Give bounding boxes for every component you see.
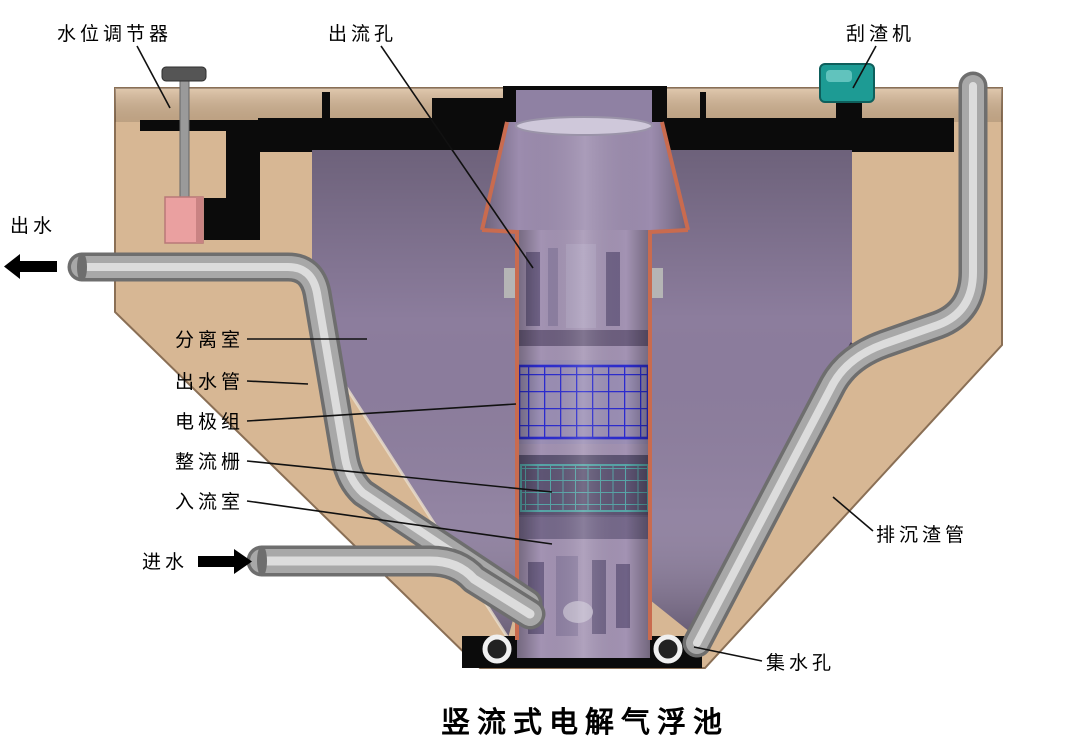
outlet-pipe-end xyxy=(77,252,87,282)
column-rim-lines xyxy=(480,121,690,640)
regulator-leader-line xyxy=(136,45,171,109)
shadow-openings xyxy=(140,92,954,240)
scraper-mount xyxy=(836,98,862,130)
label-outflow-hole: 出流孔 xyxy=(328,23,397,45)
label-inflow-chamber: 入流室 xyxy=(175,491,244,513)
column-flare-shade xyxy=(482,122,688,230)
inflow-chamber-leader-line xyxy=(246,500,553,545)
collection-hole-right xyxy=(653,634,683,664)
collection-hole-left xyxy=(482,634,512,664)
label-inlet-water: 进水 xyxy=(142,551,188,573)
label-scum-scraper: 刮渣机 xyxy=(846,23,915,45)
outlet-flow-arrow xyxy=(4,254,57,279)
regulator-float-shade xyxy=(196,197,203,243)
regulator-rod xyxy=(179,80,190,200)
inlet-pipe xyxy=(246,545,546,630)
label-sediment-discharge-pipe: 排沉渣管 xyxy=(876,524,968,546)
outlet-pipe xyxy=(67,252,543,618)
water-level-regulator xyxy=(161,66,207,244)
water-collection-holes xyxy=(482,634,683,664)
inlet-pipe-end xyxy=(257,545,267,577)
label-outlet-pipe: 出水管 xyxy=(175,371,244,393)
label-electrode-group: 电极组 xyxy=(175,411,244,433)
scraper-leader-line xyxy=(852,45,877,89)
rectifying-grid-leader-line xyxy=(246,460,553,493)
scraper-body xyxy=(819,63,875,103)
column-shade xyxy=(517,230,650,658)
label-outlet-water: 出水 xyxy=(10,215,56,237)
column-mouth-rim xyxy=(515,116,653,136)
separation-chamber-right-shade xyxy=(650,150,852,632)
scraper-highlight xyxy=(826,70,852,82)
label-separation-chamber: 分离室 xyxy=(175,329,244,351)
sediment-pipe-leader-line xyxy=(832,496,874,532)
diagram-title: 竖流式电解气浮池 xyxy=(441,706,729,739)
separation-chamber-left-shade xyxy=(312,150,518,638)
collection-hole-leader-line xyxy=(693,646,763,662)
label-water-collection-hole: 集水孔 xyxy=(766,652,835,674)
inlet-flow-arrow xyxy=(198,549,252,574)
outflow-hole-leader-line xyxy=(380,45,534,269)
regulator-handle xyxy=(161,66,207,82)
leader-lines xyxy=(136,45,877,662)
outlet-pipe-leader-line xyxy=(246,380,309,385)
electrode-group-leader-line xyxy=(246,403,517,422)
label-water-level-regulator: 水位调节器 xyxy=(57,23,172,45)
sediment-discharge-pipe xyxy=(682,71,988,658)
label-rectifying-grid: 整流栅 xyxy=(175,451,244,473)
